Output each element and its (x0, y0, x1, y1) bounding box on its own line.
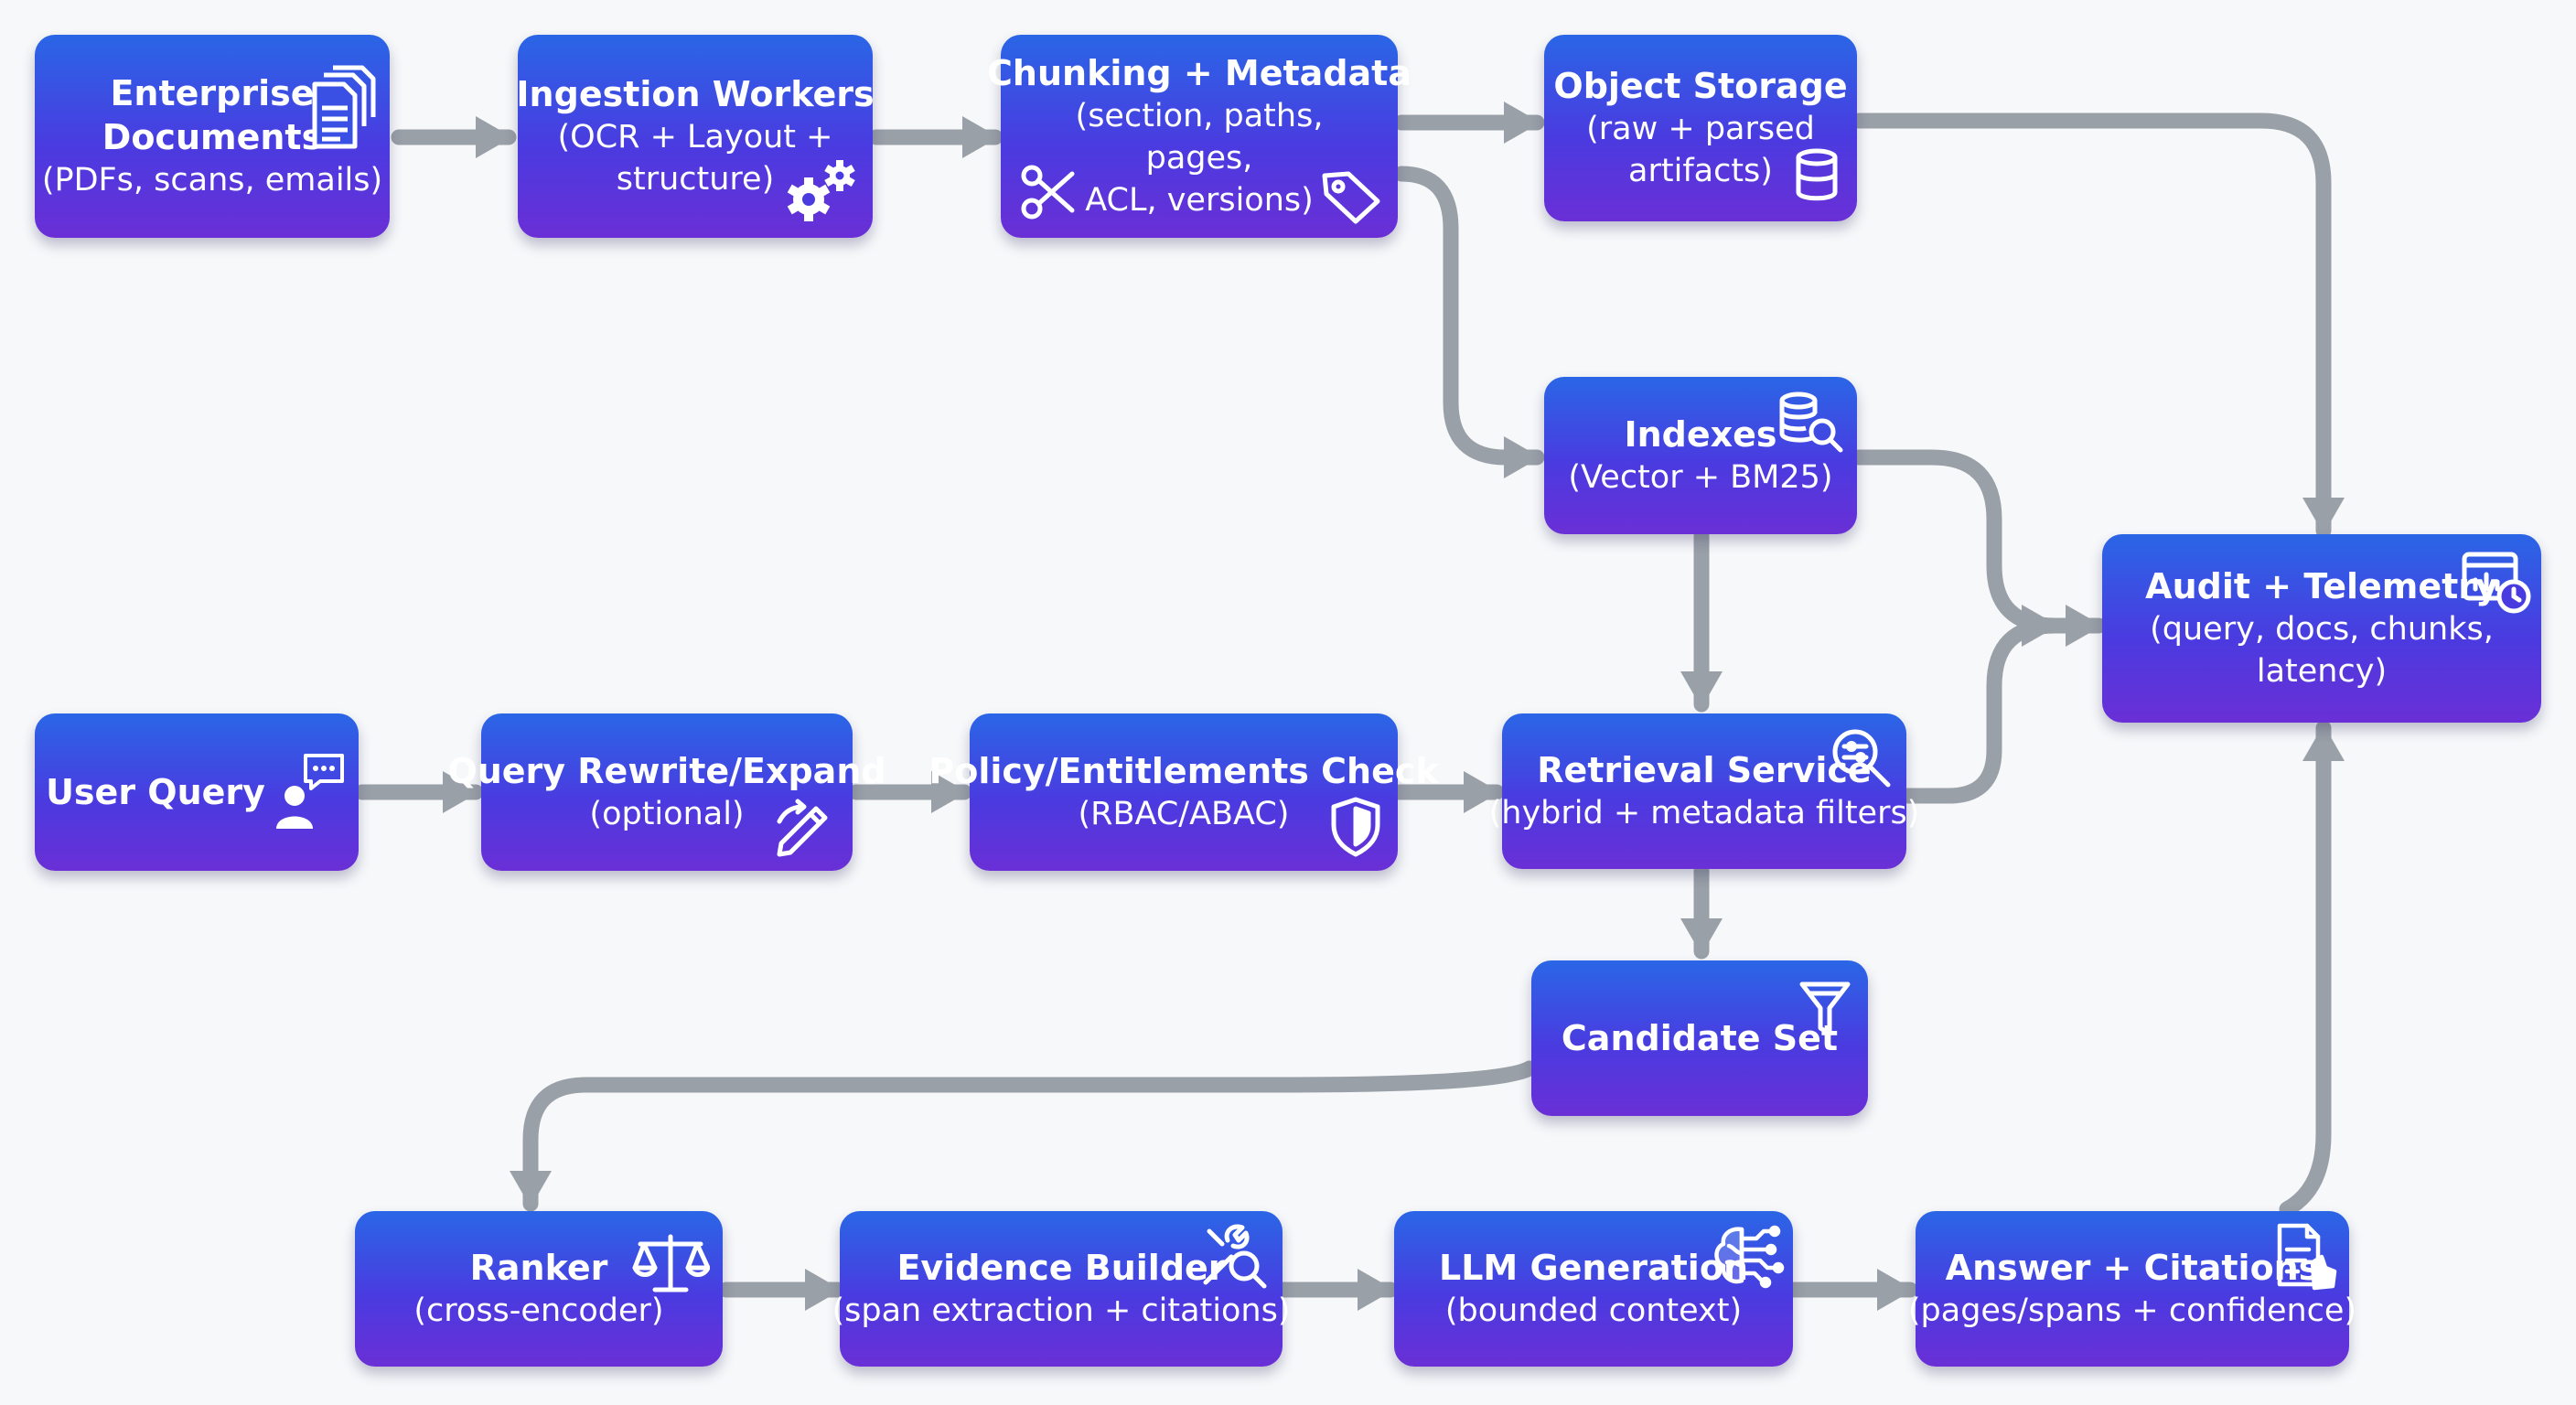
node-indexes[interactable]: Indexes (Vector + BM25) (1544, 377, 1857, 534)
edge-answer-to-audit (2279, 720, 2345, 1217)
node-title: LLM Generation (1439, 1248, 1748, 1288)
node-subtitle: (Vector + BM25) (1568, 459, 1833, 496)
node-ranker[interactable]: Ranker (cross-encoder) (355, 1211, 723, 1367)
edge-retrieval-to-audit (1900, 605, 2063, 804)
node-title: Object Storage (1553, 66, 1848, 106)
node-title: Answer + Citations (1945, 1248, 2320, 1288)
brain-circuit-icon (1714, 1225, 1785, 1289)
node-candidate-set[interactable]: Candidate Set (1531, 960, 1868, 1116)
node-user-query[interactable]: User Query (35, 713, 359, 871)
node-title: Query Rewrite/Expand (447, 751, 886, 791)
node-subtitle: (PDFs, scans, emails) (41, 162, 383, 198)
node-answer-citations[interactable]: Answer + Citations (pages/spans + confid… (1908, 1211, 2356, 1367)
edge-candidate-to-ranker (510, 1060, 1538, 1212)
database-search-icon (1779, 391, 1843, 453)
node-chunking-metadata[interactable]: Chunking + Metadata (section, paths, pag… (987, 35, 1411, 238)
node-subtitle: (OCR + Layout + structure) (557, 119, 833, 198)
user-chat-icon (276, 754, 344, 829)
node-audit-telemetry[interactable]: Audit + Telemetry (query, docs, chunks, … (2102, 534, 2541, 723)
document-check-icon (2277, 1223, 2337, 1291)
edge-object-storage-to-audit (1851, 113, 2345, 539)
node-policy-check[interactable]: Policy/Entitlements Check (RBAC/ABAC) (928, 713, 1439, 871)
node-title: Audit + Telemetry (2145, 566, 2498, 606)
node-subtitle: (section, paths, pages, ACL, versions) (1075, 98, 1324, 219)
node-subtitle: (cross-encoder) (413, 1292, 664, 1329)
node-title: Chunking + Metadata (987, 53, 1411, 93)
shield-icon (1331, 797, 1380, 857)
node-subtitle: (raw + parsed artifacts) (1586, 111, 1815, 189)
node-title: Enterprise Documents (102, 73, 323, 157)
node-title: Retrieval Service (1537, 750, 1872, 790)
node-subtitle: (hybrid + metadata filters) (1488, 795, 1920, 831)
node-subtitle: (bounded context) (1444, 1292, 1743, 1329)
node-title: Policy/Entitlements Check (928, 751, 1439, 791)
node-query-rewrite[interactable]: Query Rewrite/Expand (optional) (447, 713, 886, 871)
node-subtitle: (span extraction + citations) (832, 1292, 1291, 1329)
node-title: Ingestion Workers (516, 74, 875, 114)
node-llm-generation[interactable]: LLM Generation (bounded context) (1394, 1211, 1793, 1367)
funnel-icon (1799, 981, 1851, 1036)
scissors-icon (1021, 165, 1075, 220)
dashboard-clock-icon (2462, 552, 2531, 614)
pencil-icon (777, 799, 828, 857)
node-enterprise-documents[interactable]: Enterprise Documents (PDFs, scans, email… (35, 35, 390, 238)
search-filter-icon (1832, 729, 1891, 788)
edge-chunking-to-indexes (1393, 166, 1545, 478)
node-object-storage[interactable]: Object Storage (raw + parsed artifacts) (1544, 35, 1857, 221)
tools-search-icon (1203, 1224, 1267, 1289)
edge-indexes-to-audit (1851, 449, 2107, 647)
node-title: Ranker (469, 1248, 608, 1288)
scales-icon (632, 1234, 710, 1292)
node-subtitle: (optional) (589, 796, 745, 832)
database-icon (1796, 148, 1838, 201)
node-title: Evidence Builder (896, 1248, 1226, 1288)
tag-icon (1322, 171, 1380, 224)
node-title: Candidate Set (1561, 1018, 1839, 1058)
gears-icon (787, 160, 855, 221)
node-retrieval-service[interactable]: Retrieval Service (hybrid + metadata fil… (1489, 713, 1919, 869)
node-subtitle: (query, docs, chunks, latency) (2150, 611, 2494, 690)
node-evidence-builder[interactable]: Evidence Builder (span extraction + cita… (832, 1211, 1291, 1367)
node-subtitle: (RBAC/ABAC) (1078, 796, 1290, 832)
node-title: User Query (46, 772, 265, 812)
node-subtitle: (pages/spans + confidence) (1907, 1292, 2357, 1329)
documents-icon (312, 65, 376, 149)
node-ingestion-workers[interactable]: Ingestion Workers (OCR + Layout + struct… (516, 35, 875, 238)
node-title: Indexes (1624, 414, 1777, 455)
